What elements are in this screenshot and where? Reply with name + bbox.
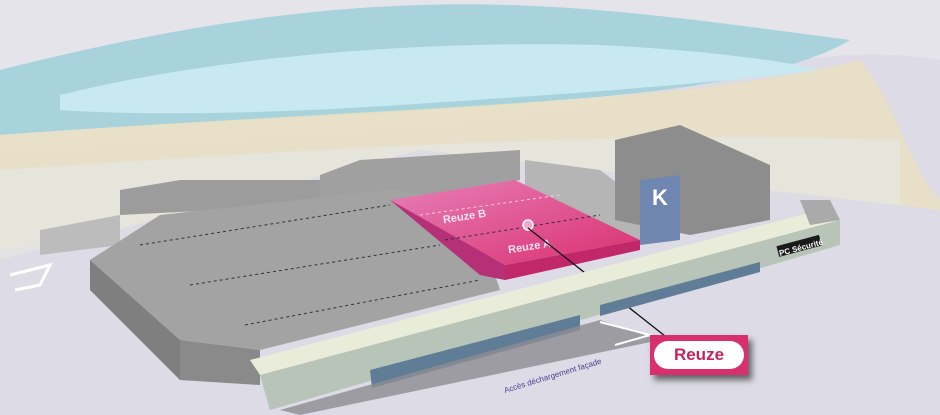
- tower-k: [640, 175, 680, 245]
- front-facade: PC Sécurité: [250, 200, 840, 410]
- building-letter: K: [652, 185, 668, 210]
- arrow-icon: [9, 262, 53, 292]
- reuze-callout-button[interactable]: Reuze: [654, 341, 744, 369]
- location-pin-icon: [522, 219, 534, 231]
- reuze-callout: Reuze: [650, 335, 748, 375]
- reuze-hall[interactable]: Reuze B Reuze A: [390, 180, 640, 280]
